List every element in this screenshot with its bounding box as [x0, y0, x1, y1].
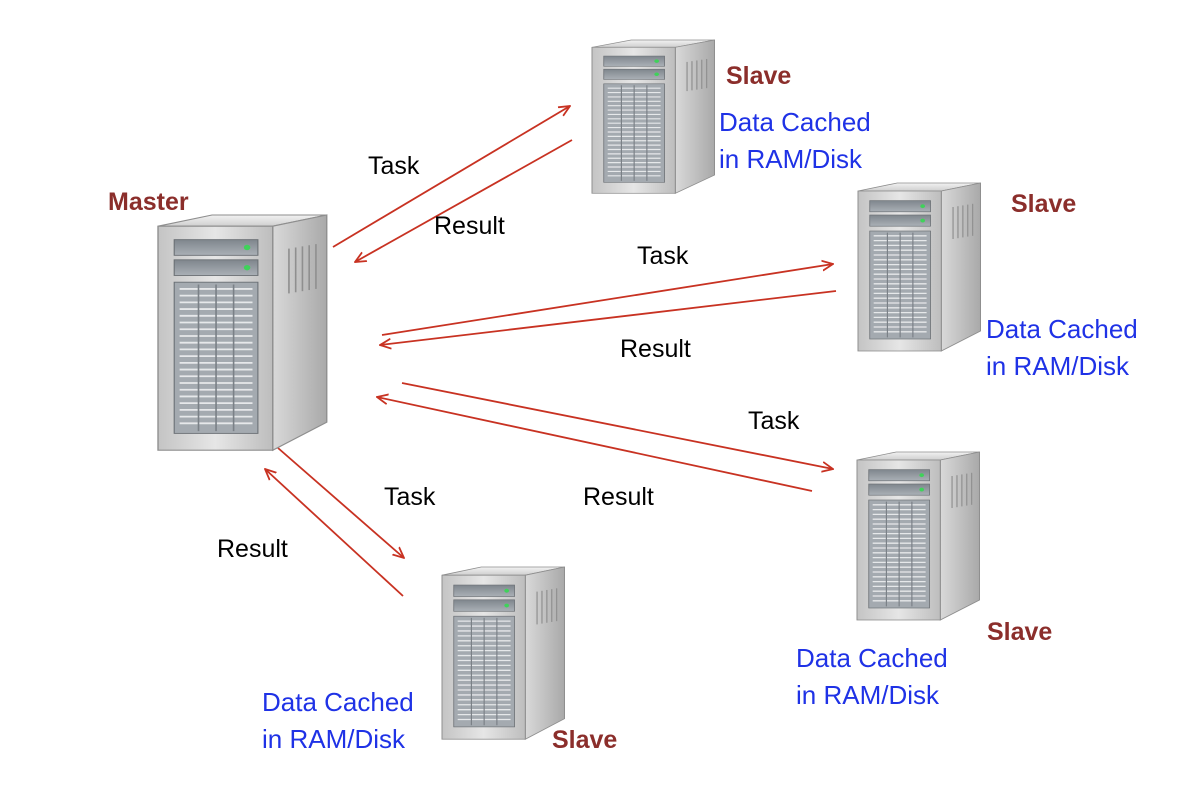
cache-label-4-line1: Data Cached — [262, 687, 414, 717]
task-label-2: Task — [637, 242, 689, 270]
server-tower-icon — [441, 566, 566, 740]
result-arrow-2 — [380, 290, 837, 345]
cache-label-2-line2: in RAM/Disk — [986, 351, 1130, 381]
task-arrow-2 — [381, 264, 833, 336]
cache-label-1-line1: Data Cached — [719, 107, 871, 137]
task-arrow-1 — [332, 106, 570, 248]
result-arrow-4 — [265, 469, 404, 597]
cache-label-3-line2: in RAM/Disk — [796, 680, 940, 710]
slave-label-2: Slave — [1011, 190, 1076, 218]
result-label-2: Result — [620, 335, 691, 363]
slave-server-3 — [856, 451, 981, 621]
slave-label-1: Slave — [726, 62, 791, 90]
result-label-1: Result — [434, 212, 505, 240]
task-label-4: Task — [384, 483, 436, 511]
task-arrow-4 — [277, 447, 404, 558]
result-label-4: Result — [217, 535, 288, 563]
master-server — [156, 213, 328, 452]
slave-server-2 — [857, 182, 982, 352]
slave-server-4 — [441, 566, 566, 740]
server-tower-icon — [856, 451, 981, 621]
task-arrow-3 — [401, 382, 833, 469]
cache-label-4-line2: in RAM/Disk — [262, 724, 406, 754]
result-arrow-1 — [355, 139, 573, 262]
result-label-3: Result — [583, 483, 654, 511]
server-tower-icon — [591, 39, 716, 195]
arrows-layer — [265, 106, 837, 597]
task-label-3: Task — [748, 407, 800, 435]
slave-label-3: Slave — [987, 618, 1052, 646]
result-arrow-3 — [377, 397, 813, 492]
task-label-1: Task — [368, 152, 420, 180]
server-tower-icon — [857, 182, 982, 352]
cache-label-3-line1: Data Cached — [796, 643, 948, 673]
cache-label-1-line2: in RAM/Disk — [719, 144, 863, 174]
master-label: Master — [108, 188, 189, 216]
slave-server-1 — [591, 39, 716, 195]
server-tower-icon — [156, 213, 328, 452]
cache-label-2-line1: Data Cached — [986, 314, 1138, 344]
slave-label-4: Slave — [552, 726, 617, 754]
